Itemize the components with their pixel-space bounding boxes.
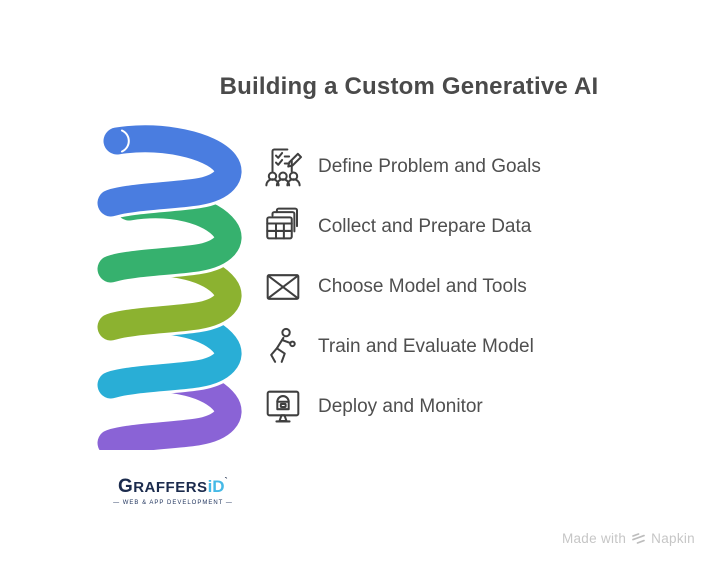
step-row-choose-model: Choose Model and Tools — [262, 257, 541, 317]
graffersid-logo-text: GRAFFERSiD` — [113, 476, 233, 497]
step-label: Choose Model and Tools — [318, 276, 527, 297]
logo-text-accent: iD — [207, 477, 225, 496]
spiral-loop-1 — [95, 122, 245, 220]
step-label: Collect and Prepare Data — [318, 216, 532, 237]
checklist-people-icon — [265, 148, 303, 187]
stacked-tables-icon — [266, 207, 299, 240]
made-with-label: Made with — [561, 531, 627, 546]
napkin-brand-label: Napkin — [651, 531, 695, 546]
runner-exercise-icon — [270, 327, 296, 363]
step-row-collect-data: Collect and Prepare Data — [262, 197, 541, 257]
logo-letter-g: G — [117, 476, 134, 497]
logo-tm-tick: ` — [224, 476, 229, 486]
graffersid-logo: GRAFFERSiD` — WEB & APP DEVELOPMENT — — [113, 476, 233, 507]
step-row-deploy-monitor: Deploy and Monitor — [262, 377, 541, 437]
step-label: Deploy and Monitor — [318, 396, 483, 417]
logo-tagline: — WEB & APP DEVELOPMENT — — [113, 500, 233, 506]
envelope-icon — [266, 274, 300, 300]
steps-list: Define Problem and Goals Collect and Pre… — [262, 137, 541, 437]
step-row-train-model: Train and Evaluate Model — [262, 317, 541, 377]
monitor-package-icon — [266, 390, 300, 423]
logo-text-rest: RAFFERS — [133, 479, 208, 496]
step-row-define-problem: Define Problem and Goals — [262, 137, 541, 197]
step-label: Define Problem and Goals — [318, 156, 541, 177]
made-with-napkin[interactable]: Made with Napkin — [562, 531, 695, 546]
coil-end-cap — [121, 129, 130, 153]
page-title: Building a Custom Generative AI — [219, 73, 599, 100]
napkin-logo-icon — [632, 533, 646, 544]
step-label: Train and Evaluate Model — [318, 336, 534, 357]
spiral-coil-figure — [95, 122, 245, 450]
